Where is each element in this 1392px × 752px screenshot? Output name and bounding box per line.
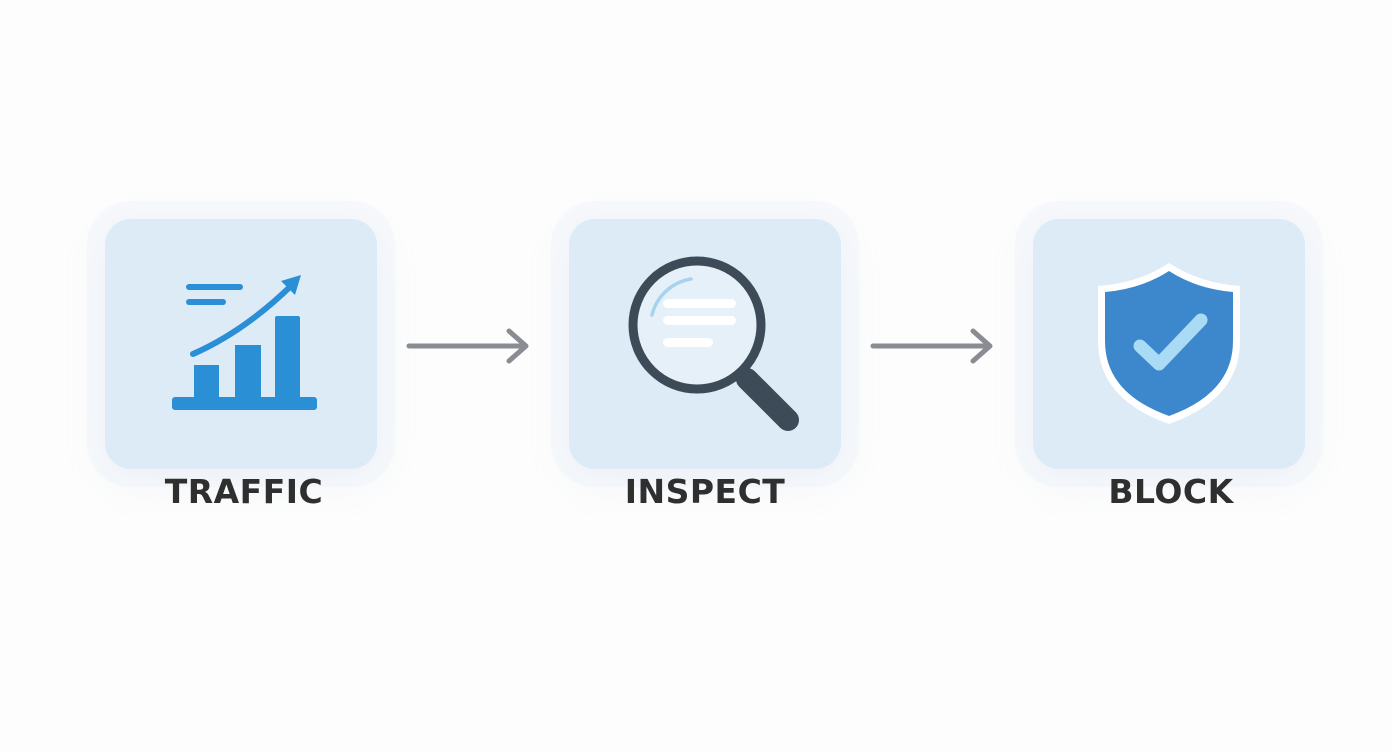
block-tile	[1033, 219, 1305, 469]
magnifying-glass-icon	[628, 256, 799, 431]
inspect-label: INSPECT	[624, 472, 786, 511]
arrow-right-icon	[870, 328, 993, 364]
inspect-tile	[569, 219, 841, 469]
traffic-tile	[105, 219, 377, 469]
shield-check-icon	[1098, 263, 1240, 424]
traffic-label: TRAFFIC	[164, 472, 324, 511]
block-label: BLOCK	[1108, 472, 1234, 511]
traffic-growth-chart-icon	[172, 275, 317, 410]
arrow-right-icon	[406, 328, 529, 364]
